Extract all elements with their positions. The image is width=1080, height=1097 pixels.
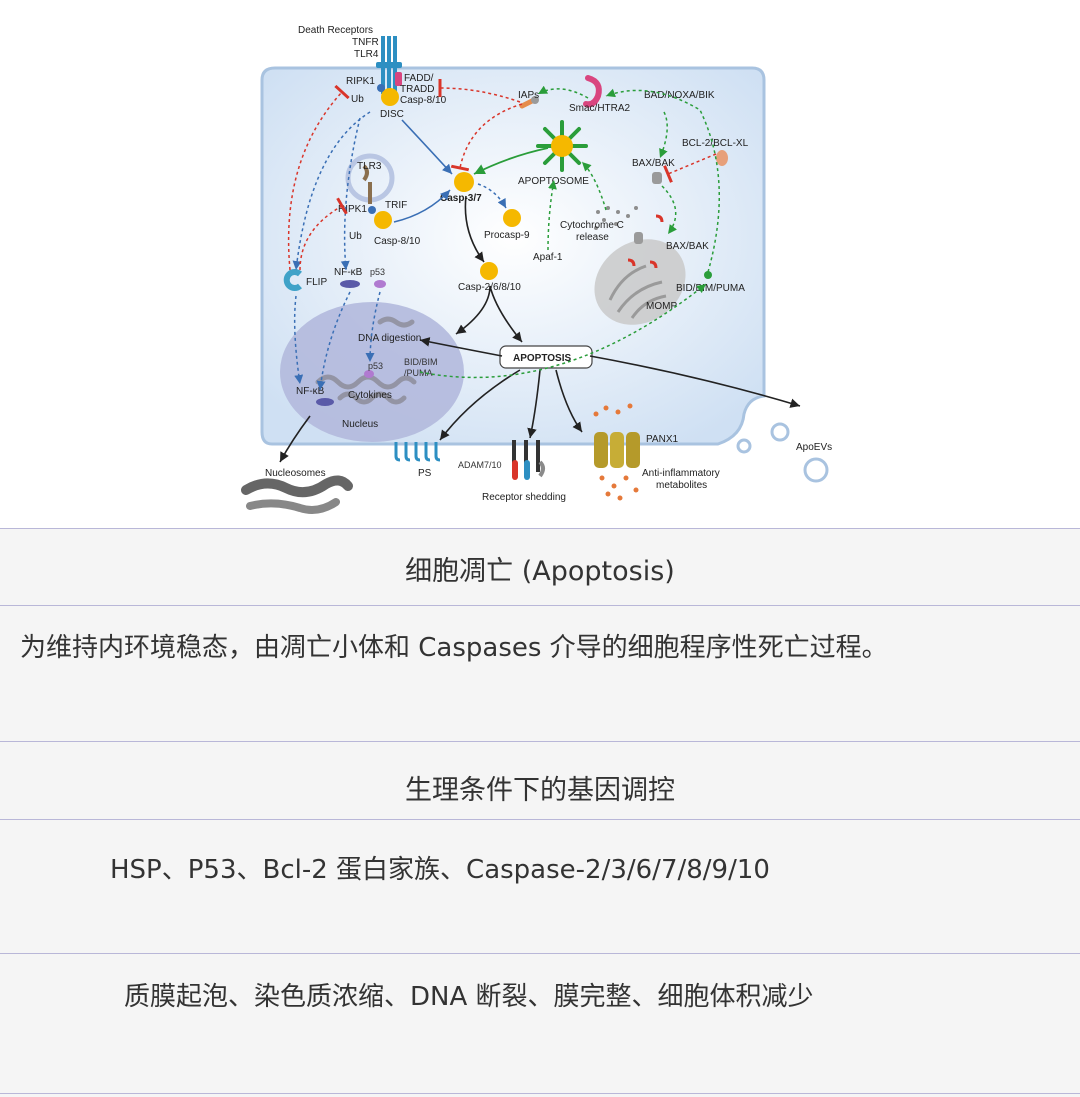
- pore-icons: [627, 214, 664, 269]
- label-trif: TRIF: [385, 200, 407, 211]
- label-nfkb-top: NF-κB: [334, 267, 363, 278]
- label-momp: MOMP: [646, 301, 677, 312]
- bcl2-icon: [716, 150, 728, 166]
- label-ps: PS: [418, 468, 432, 479]
- smac-icon: [583, 75, 602, 108]
- label-bcl2: BCL-2/BCL-XL: [682, 138, 749, 149]
- flip-icon: [283, 269, 302, 291]
- label-fadd: FADD/: [404, 73, 434, 84]
- apoevs-icon: [736, 422, 829, 483]
- ripk1-mid-icon: [368, 206, 376, 214]
- label-ub-top: Ub: [351, 94, 364, 105]
- label-flip: FLIP: [306, 277, 327, 288]
- procasp9-icon: [503, 209, 521, 227]
- label-tlr3: TLR3: [357, 161, 382, 172]
- divider: [0, 528, 1080, 529]
- panx1-channel-icon: [594, 432, 640, 468]
- label-cytc1: Cytochrome C: [560, 220, 624, 231]
- tlr3-icon: [362, 164, 372, 204]
- definition-text: 为维持内环境稳态，由凋亡小体和 Caspases 介导的细胞程序性死亡过程。: [20, 633, 888, 663]
- label-death-receptors: Death Receptors: [298, 25, 373, 36]
- bax-top-icon: [652, 172, 662, 184]
- label-procasp9: Procasp-9: [484, 230, 530, 241]
- label-ripk1-mid: RIPK1: [338, 204, 367, 215]
- bid-icon: [704, 271, 712, 279]
- label-casp810-top: Casp-8/10: [400, 95, 447, 106]
- label-shedding: Receptor shedding: [482, 492, 566, 503]
- casp2-icon: [480, 262, 498, 280]
- section-heading: 生理条件下的基因调控: [405, 775, 675, 806]
- ps-icon: [394, 442, 441, 462]
- label-iaps: IAPs: [518, 90, 539, 101]
- apoptosome-icon: [536, 120, 588, 172]
- label-baxbak-top: BAX/BAK: [632, 158, 675, 169]
- label-apoptosis: APOPTOSIS: [513, 353, 571, 364]
- label-smac: Smac/HTRA2: [569, 103, 631, 114]
- label-apaf: Apaf-1: [533, 252, 563, 263]
- label-casp37: Casp-3/7: [440, 193, 482, 204]
- label-ripk1-top: RIPK1: [346, 76, 375, 87]
- iaps-icon: [519, 96, 539, 109]
- gene-list: HSP、P53、Bcl-2 蛋白家族、Caspase-2/3/6/7/8/9/1…: [110, 855, 770, 885]
- label-bid: BID/BIM/PUMA: [676, 283, 745, 294]
- divider: [0, 1093, 1080, 1094]
- apoptosis-pathway-figure: Death Receptors TNFR TLR4 RIPK1 Ub FADD/…: [0, 0, 1080, 528]
- fadd-icon: [395, 72, 402, 86]
- page-title: 细胞凋亡 (Apoptosis): [405, 556, 675, 587]
- label-casp810-mid: Casp-8/10: [374, 236, 421, 247]
- p53-top-icon: [374, 280, 386, 288]
- morphology-features: 质膜起泡、染色质浓缩、DNA 断裂、膜完整、细胞体积减少: [124, 982, 814, 1012]
- label-p53-nuc: p53: [368, 361, 383, 371]
- cytochrome-c-dots: [594, 206, 638, 230]
- casp37-icon: [454, 172, 474, 192]
- label-p53-top: p53: [370, 267, 385, 277]
- p53-nuc-icon: [364, 370, 374, 378]
- label-disc: DISC: [380, 109, 404, 120]
- divider: [0, 819, 1080, 820]
- label-bad: BAD/NOXA/BIK: [644, 90, 715, 101]
- label-nfkb-nuc: NF-κB: [296, 386, 325, 397]
- label-baxbak-mid: BAX/BAK: [666, 241, 709, 252]
- label-bid-nuc2: /PUMA: [404, 368, 433, 378]
- pathway-diagram: Death Receptors TNFR TLR4 RIPK1 Ub FADD/…: [241, 25, 832, 514]
- label-cytokines: Cytokines: [348, 390, 392, 401]
- casp810-mid-icon: [374, 211, 392, 229]
- dotted-arrows: [287, 78, 721, 391]
- bax-mid-icon: [634, 232, 643, 244]
- divider: [0, 953, 1080, 954]
- label-anti2: metabolites: [656, 480, 707, 491]
- divider: [0, 741, 1080, 742]
- label-cytc2: release: [576, 232, 609, 243]
- label-nucleosomes: Nucleosomes: [265, 468, 326, 479]
- nfkb-nuc-icon: [316, 398, 334, 406]
- nfkb-top-icon: [340, 280, 360, 288]
- mitochondrion: [594, 239, 686, 325]
- receptor-shedding-icon: [512, 440, 545, 480]
- label-tlr4: TLR4: [354, 49, 379, 60]
- pathway-arrows: [279, 119, 801, 463]
- label-apoevs: ApoEVs: [796, 442, 832, 453]
- label-bid-nuc1: BID/BIM: [404, 357, 438, 367]
- label-ub-mid: Ub: [349, 231, 362, 242]
- disc-caspase-icon: [381, 88, 399, 106]
- death-receptor: [376, 36, 402, 94]
- mitochondrion-cristae: [608, 264, 667, 319]
- label-tradd: TRADD: [400, 84, 434, 95]
- label-dna: DNA digestion: [358, 333, 421, 344]
- label-anti1: Anti-inflammatory: [642, 468, 720, 479]
- label-nucleus: Nucleus: [342, 419, 378, 430]
- ripk1-icon: [377, 84, 385, 92]
- label-tnfr: TNFR: [352, 37, 379, 48]
- label-panx: PANX1: [646, 434, 678, 445]
- divider: [0, 605, 1080, 606]
- metabolite-dots: [593, 403, 639, 501]
- nucleosomes-icon: [241, 475, 353, 514]
- label-adam: ADAM7/10: [458, 460, 502, 470]
